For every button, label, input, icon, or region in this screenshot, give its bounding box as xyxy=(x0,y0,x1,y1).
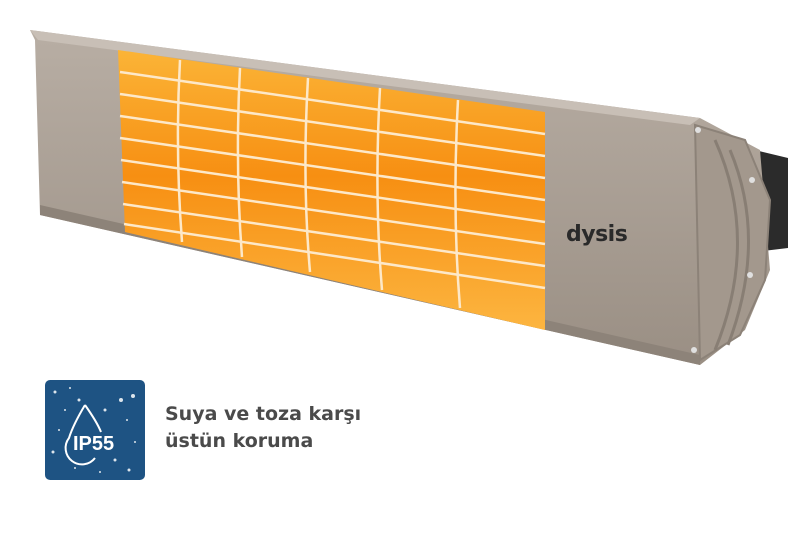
feature-caption: Suya ve toza karşı üstün koruma xyxy=(165,401,361,455)
caption-line-1: Suya ve toza karşı xyxy=(165,403,362,425)
ip55-badge: IP55 xyxy=(45,380,145,480)
water-drop-icon: IP55 xyxy=(51,387,136,473)
caption-line-2: üstün koruma xyxy=(165,430,314,452)
brand-logo: dysis xyxy=(566,222,628,247)
heating-element-grill xyxy=(118,50,546,330)
ip55-label: IP55 xyxy=(73,433,114,455)
